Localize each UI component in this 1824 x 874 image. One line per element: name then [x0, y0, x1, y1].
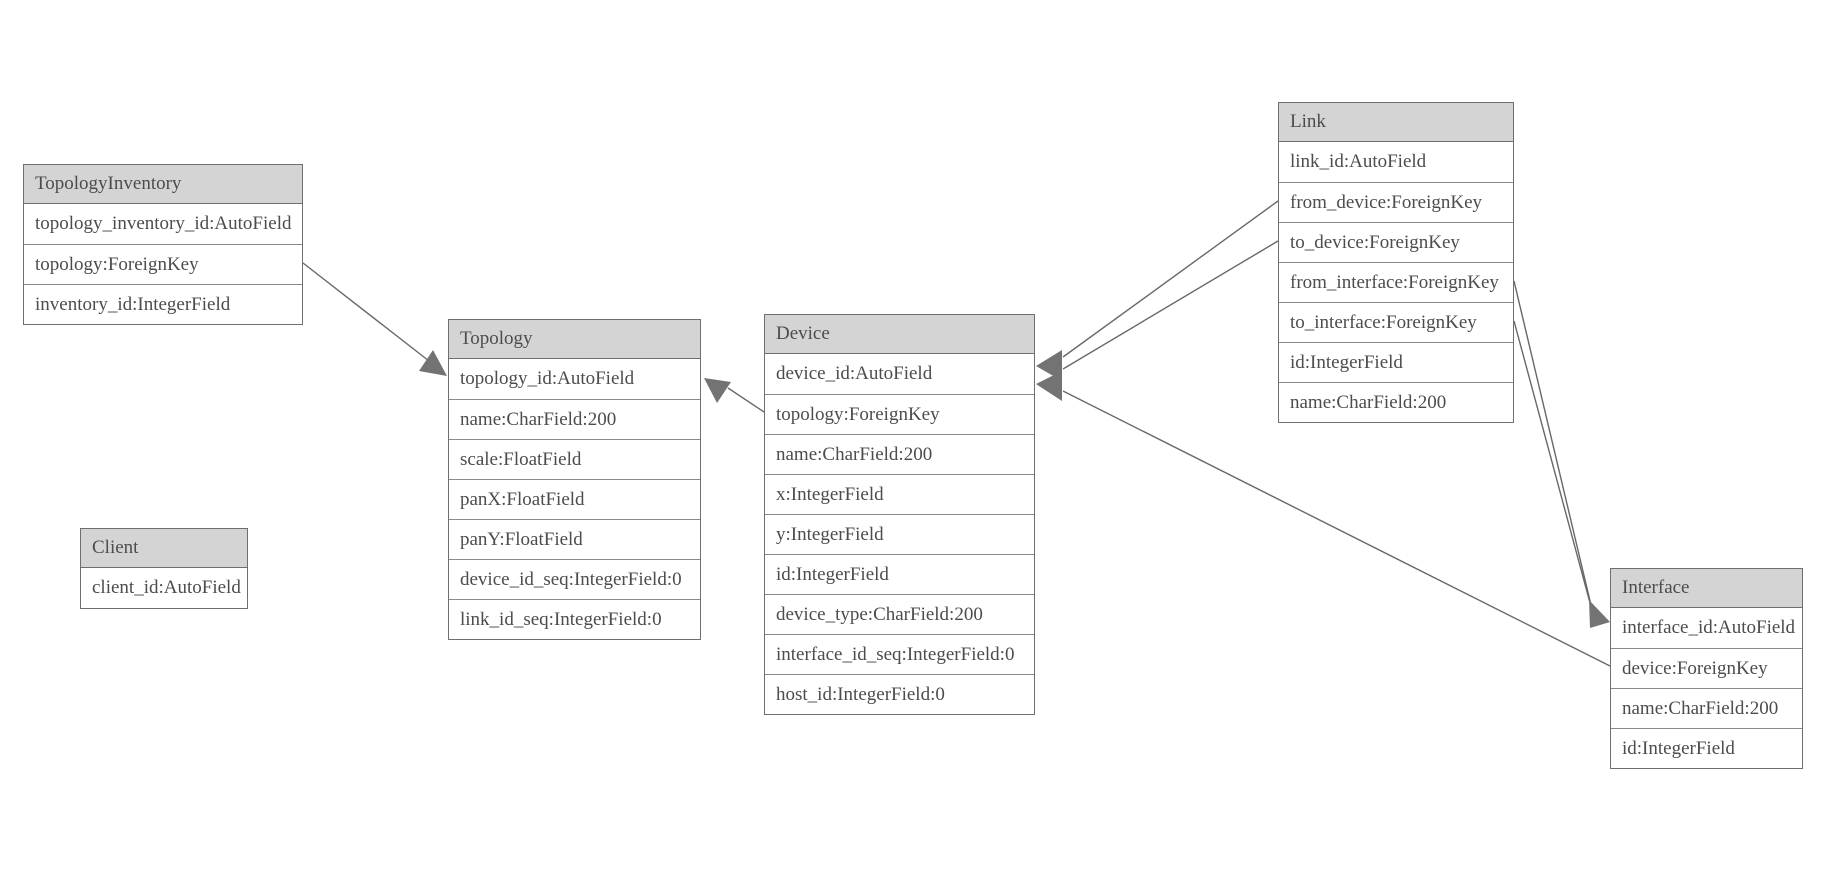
field-row: topology:ForeignKey [24, 244, 302, 284]
field-row: id:IntegerField [1611, 728, 1802, 768]
relationship-line-device-topology [727, 387, 765, 413]
field-row: device_id:AutoField [765, 354, 1034, 394]
field-row: from_interface:ForeignKey [1279, 262, 1513, 302]
relationship-line-link-from_device-device [1062, 200, 1279, 358]
field-row: topology_inventory_id:AutoField [24, 204, 302, 244]
field-row: interface_id:AutoField [1611, 608, 1802, 648]
entity-header-link: Link [1279, 103, 1513, 142]
field-row: topology_id:AutoField [449, 359, 700, 399]
field-row: y:IntegerField [765, 514, 1034, 554]
entity-header-topologyinventory: TopologyInventory [24, 165, 302, 204]
relationship-line-interface-device-device [1062, 390, 1611, 667]
relationship-line-link-to_interface-interface [1513, 320, 1594, 615]
field-row: name:CharField:200 [765, 434, 1034, 474]
field-row: device_type:CharField:200 [765, 594, 1034, 634]
arrowhead-icon [1036, 350, 1062, 381]
relationship-line-link-to_device-device [1062, 240, 1279, 370]
field-row: inventory_id:IntegerField [24, 284, 302, 324]
field-row: from_device:ForeignKey [1279, 182, 1513, 222]
field-row: id:IntegerField [765, 554, 1034, 594]
field-row: device_id_seq:IntegerField:0 [449, 559, 700, 599]
arrowhead-icon [1589, 600, 1610, 628]
field-row: link_id:AutoField [1279, 142, 1513, 182]
field-row: client_id:AutoField [81, 568, 247, 608]
field-row: to_device:ForeignKey [1279, 222, 1513, 262]
field-row: link_id_seq:IntegerField:0 [449, 599, 700, 639]
relationship-line-topologyinventory-topology [302, 262, 430, 362]
arrowhead-icon [419, 350, 447, 376]
field-row: id:IntegerField [1279, 342, 1513, 382]
field-row: host_id:IntegerField:0 [765, 674, 1034, 714]
field-row: name:CharField:200 [1611, 688, 1802, 728]
relationship-line-link-from_interface-interface [1513, 280, 1592, 606]
entity-header-device: Device [765, 315, 1034, 354]
field-row: panY:FloatField [449, 519, 700, 559]
field-row: name:CharField:200 [449, 399, 700, 439]
field-row: x:IntegerField [765, 474, 1034, 514]
field-row: name:CharField:200 [1279, 382, 1513, 422]
arrowhead-icon [1036, 371, 1062, 401]
field-row: scale:FloatField [449, 439, 700, 479]
field-row: panX:FloatField [449, 479, 700, 519]
entity-header-topology: Topology [449, 320, 700, 359]
entity-header-client: Client [81, 529, 247, 568]
field-row: to_interface:ForeignKey [1279, 302, 1513, 342]
field-row: device:ForeignKey [1611, 648, 1802, 688]
arrowhead-icon [704, 378, 731, 403]
field-row: interface_id_seq:IntegerField:0 [765, 634, 1034, 674]
field-row: topology:ForeignKey [765, 394, 1034, 434]
entity-header-interface: Interface [1611, 569, 1802, 608]
